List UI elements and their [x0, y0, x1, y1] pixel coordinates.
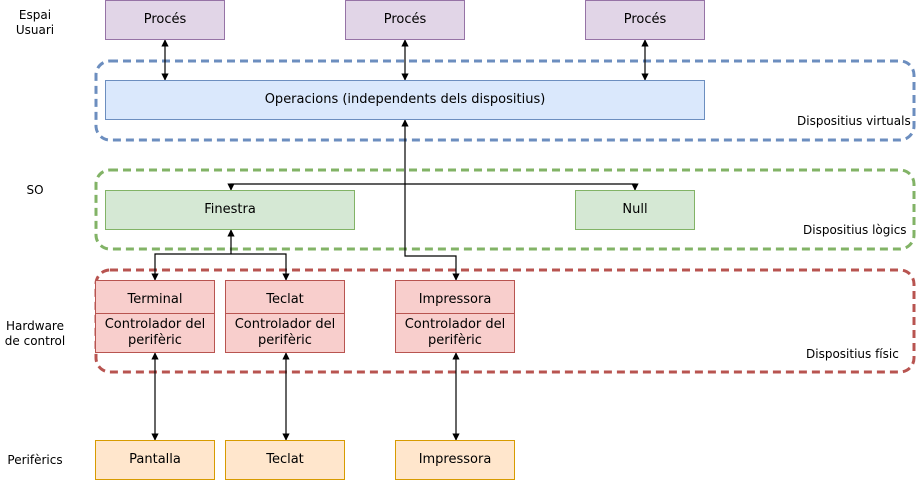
window-to-terminal-arrow: [151, 253, 231, 281]
operations-box[interactable]: Operacions (independents dels dispositiu…: [105, 80, 705, 120]
peripherals-label: Perifèrics: [7, 453, 63, 467]
process-box-2[interactable]: Procés: [345, 0, 465, 40]
window-device-box[interactable]: Finestra: [105, 190, 355, 230]
controller-box-3[interactable]: Controlador del perifèric: [395, 313, 515, 353]
controller-box-1[interactable]: Controlador del perifèric: [95, 313, 215, 353]
logical-devices-label: Dispositius lògics: [803, 223, 907, 237]
control-hardware-label: Hardware de control: [4, 319, 66, 348]
physical-devices-label: Dispositius físic: [806, 347, 899, 361]
printer-peripheral-box[interactable]: Impressora: [395, 440, 515, 480]
process-box-3[interactable]: Procés: [585, 0, 705, 40]
operations-to-null-arrow: [405, 183, 639, 191]
null-device-box[interactable]: Null: [575, 190, 695, 230]
screen-peripheral-box[interactable]: Pantalla: [95, 440, 215, 480]
keyboard-peripheral-box[interactable]: Teclat: [225, 440, 345, 480]
logical-devices-group: [94, 168, 916, 251]
virtual-devices-group: [94, 59, 916, 142]
controller-box-2[interactable]: Controlador del perifèric: [225, 313, 345, 353]
os-label: SO: [26, 183, 44, 197]
virtual-devices-label: Dispositius virtuals: [797, 114, 911, 128]
operations-to-window-arrow: [227, 183, 405, 191]
user-space-label: Espai Usuari: [15, 8, 55, 37]
printer-operations-arrow: [401, 119, 460, 281]
window-to-keyboard-arrow: [231, 253, 290, 281]
process-box-1[interactable]: Procés: [105, 0, 225, 40]
